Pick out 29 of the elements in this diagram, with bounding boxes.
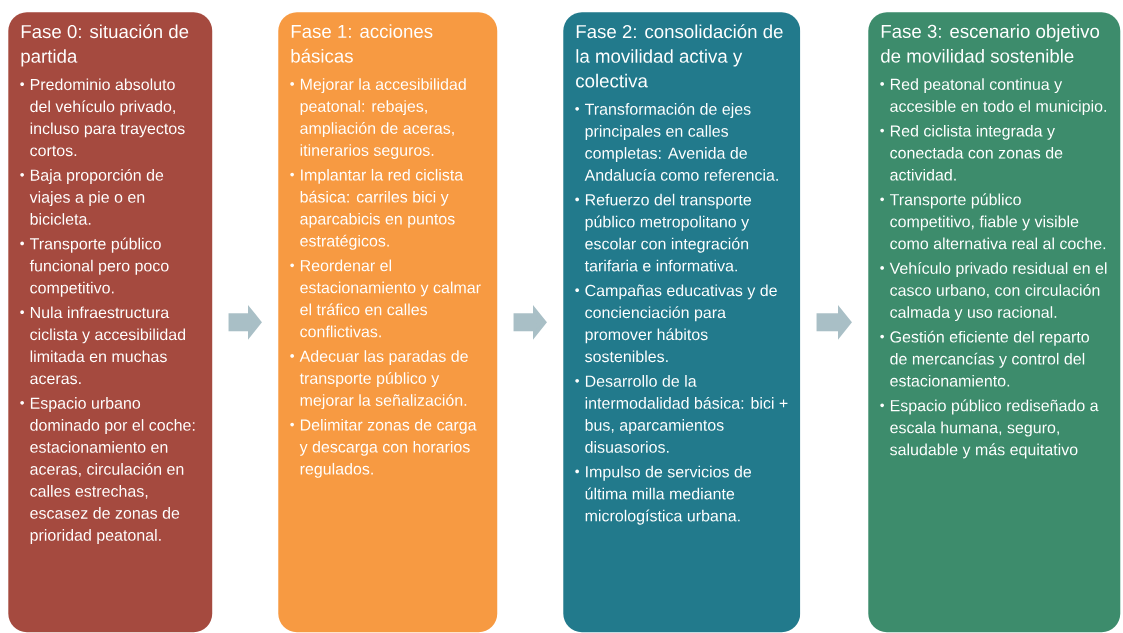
bullet-point: Nula infraestructura ciclista y accesibilidad limitada en muchas aceras. <box>30 306 186 385</box>
bullet-point: Reordenar el estacionamiento y calmar el tráfico en calles conflictivas. <box>300 259 481 338</box>
phase-heading: Fase 1: acciones básicas <box>291 24 433 63</box>
bullet-point: Espacio urbano dominado por el coche: estacionamiento en aceras, circulación en calles estrechas, escasez de zonas de prioridad peatonal. <box>30 397 195 544</box>
bullet-point: Baja proporción de viajes a pie o en bicicleta. <box>29 168 164 225</box>
bullet-point: Transformación de ejes principales en calles completas: Avenida de Andalucía como referencia. <box>584 102 778 181</box>
bullet-point: Red peatonal continua y accesible en todo el municipio. <box>890 78 1106 116</box>
bullet-point: Impulso de servicios de última milla mediante micrologística urbana. <box>585 465 752 525</box>
phase-card <box>8 12 213 633</box>
bullet-point: Adecuar las paradas de transporte público y mejorar la señalización. <box>299 350 468 410</box>
phase-heading: Fase 0: situación de partida <box>21 24 189 67</box>
phase-card <box>278 12 498 633</box>
bullet-point: Delimitar zonas de carga y descarga con horarios regulados. <box>299 418 477 478</box>
bullet-point: Predominio absoluto del vehículo privado, incluso para trayectos cortos. <box>30 78 185 157</box>
bullet-point: Mejorar la accesibilidad peatonal: rebajes, ampliación de aceras, itinerarios seguros. <box>300 78 466 160</box>
phase-card <box>563 12 801 633</box>
bullet-point: Espacio público rediseñado a escala humana, seguro, saludable y más equitativo <box>890 399 1099 459</box>
bullet-point: Red ciclista integrada y conectada con zonas de actividad. <box>890 124 1063 181</box>
phase-heading: Fase 2: consolidación de la movilidad activa y colectiva <box>576 24 783 88</box>
phase-card <box>868 12 1121 633</box>
bullet-point: Gestión eficiente del reparto de mercancías y control del estacionamiento. <box>890 330 1089 387</box>
bullet-point: Campañas educativas y de concienciación para promover hábitos sostenibles. <box>585 284 777 363</box>
bullet-point: Refuerzo del transporte público metropolitano y escolar con integración tarifaria e informativa. <box>584 193 752 272</box>
bullet-point: Transporte público competitivo, fiable y visible como alternativa real al coche. <box>889 193 1106 250</box>
bullet-point: Implantar la red ciclista básica: carriles bici y aparcabicis en puntos estratégicos. <box>300 168 464 250</box>
phase-heading: Fase 3: escenario objetivo de movilidad sostenible <box>881 24 1100 63</box>
bullet-point: Desarrollo de la intermodalidad básica: bici + bus, aparcamientos disuasorios. <box>585 375 788 453</box>
bullet-point: Transporte público funcional pero poco competitivo. <box>29 237 169 297</box>
bullet-point: Vehículo privado residual en el casco urbano, con circulación calmada y uso racional. <box>889 262 1107 322</box>
